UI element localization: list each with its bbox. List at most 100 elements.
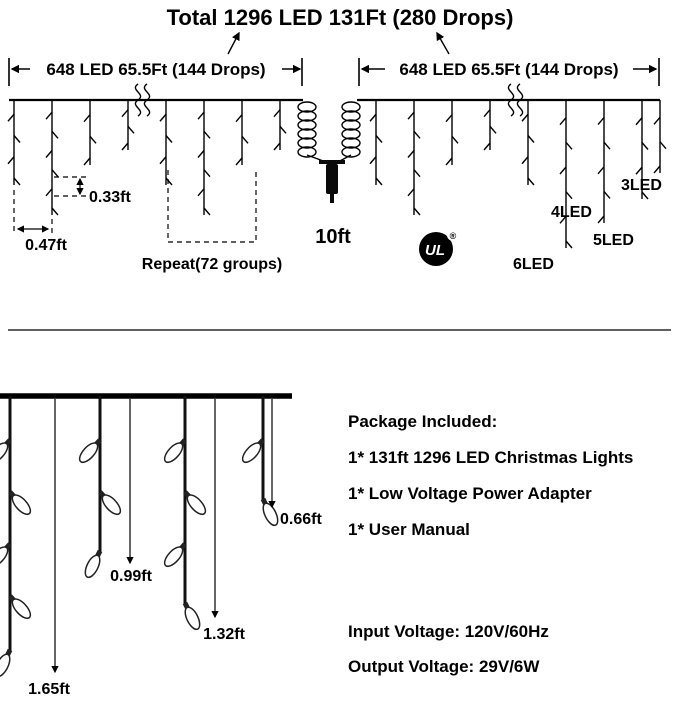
led-tick-icon bbox=[407, 188, 415, 197]
drop-length-label: 1.65ft bbox=[28, 681, 70, 698]
led-tick-icon bbox=[45, 188, 53, 197]
led-tick-icon bbox=[235, 114, 243, 123]
led-tick-icon bbox=[641, 142, 649, 150]
led-tick-icon bbox=[597, 117, 605, 126]
led-tick-icon bbox=[653, 165, 661, 174]
led-tick-icon bbox=[51, 207, 59, 216]
coil-wire-icon bbox=[297, 101, 317, 158]
top-drops-group bbox=[7, 100, 667, 249]
repeat-label: Repeat(72 groups) bbox=[142, 256, 282, 273]
led-tick-icon bbox=[197, 150, 205, 158]
led-tick-icon bbox=[45, 111, 53, 120]
led-tick-icon bbox=[407, 111, 415, 120]
led-tick-icon bbox=[527, 135, 535, 143]
title-arrow-left-icon bbox=[227, 31, 240, 55]
led-tick-icon bbox=[597, 166, 605, 175]
led-tick-icon bbox=[83, 157, 91, 166]
led-tick-icon bbox=[203, 130, 211, 139]
led-tick-icon bbox=[565, 191, 573, 200]
icicle-strand bbox=[241, 396, 279, 527]
bulb-icon bbox=[0, 438, 12, 464]
drop-spacing-label: 0.47ft bbox=[25, 237, 67, 254]
icicle-strand bbox=[78, 396, 122, 579]
bulb-icon bbox=[78, 438, 102, 464]
input-voltage-spec: Input Voltage: 120V/60Hz bbox=[348, 622, 549, 641]
led-tick-icon bbox=[279, 125, 287, 134]
led-tick-icon bbox=[197, 188, 205, 197]
icicle-drop bbox=[83, 100, 97, 166]
bulb-icon bbox=[0, 648, 13, 678]
ul-mark-icon: UL ® bbox=[419, 229, 459, 266]
icicle-drop bbox=[159, 100, 173, 186]
icicle-drop bbox=[7, 100, 21, 186]
led-tick-icon bbox=[273, 109, 281, 118]
led-tick-icon bbox=[603, 141, 611, 150]
bulb-icon bbox=[8, 594, 32, 620]
bulb-icon bbox=[84, 549, 103, 579]
led-tick-icon bbox=[413, 130, 421, 139]
led-tick-icon bbox=[375, 177, 383, 186]
led-tick-icon bbox=[635, 166, 643, 175]
led-tick-icon bbox=[83, 114, 91, 123]
coil-wire-icon bbox=[341, 101, 361, 158]
led-tick-icon bbox=[203, 207, 211, 216]
icicle-drop bbox=[521, 100, 535, 186]
title-arrow-right-icon bbox=[436, 31, 450, 55]
package-item-manual: 1* User Manual bbox=[348, 520, 470, 539]
icicle-drop bbox=[235, 100, 249, 166]
led-tick-icon bbox=[165, 135, 173, 143]
bulb-icon bbox=[260, 497, 279, 527]
wire-break-icon bbox=[134, 83, 151, 117]
repeat-group-box bbox=[167, 170, 257, 243]
drop-type-label-5led: 5LED bbox=[593, 232, 634, 249]
bulb-icon bbox=[163, 438, 187, 464]
led-tick-icon bbox=[559, 117, 567, 126]
led-tick-icon bbox=[483, 142, 491, 151]
icicle-drop bbox=[407, 100, 421, 216]
led-tick-icon bbox=[127, 125, 135, 134]
icicle-drop bbox=[197, 100, 211, 216]
bottom-strands-group bbox=[0, 396, 279, 678]
icicle-strand bbox=[0, 396, 32, 678]
icicle-drop bbox=[45, 100, 59, 216]
bulb-icon bbox=[241, 438, 265, 464]
led-tick-icon bbox=[521, 156, 529, 165]
led-tick-icon bbox=[641, 191, 649, 200]
icicle-strand bbox=[163, 396, 207, 631]
icicle-drop bbox=[559, 100, 573, 249]
drop-type-label-6led: 6LED bbox=[513, 256, 554, 273]
led-tick-icon bbox=[203, 169, 211, 178]
led-tick-icon bbox=[565, 240, 573, 249]
led-tick-icon bbox=[7, 113, 15, 122]
led-tick-icon bbox=[369, 156, 377, 165]
led-tick-icon bbox=[159, 113, 167, 122]
package-heading: Package Included: bbox=[348, 412, 498, 431]
icicle-drop bbox=[369, 100, 383, 186]
drop-spacing-measure: 0.47ft bbox=[13, 190, 68, 254]
wire-break-icon bbox=[507, 83, 524, 117]
led-tick-icon bbox=[165, 177, 173, 186]
lead-length-label: 10ft bbox=[315, 226, 351, 248]
led-tick-icon bbox=[369, 113, 377, 122]
led-tick-icon bbox=[603, 190, 611, 199]
led-tick-icon bbox=[527, 177, 535, 186]
led-tick-icon bbox=[407, 150, 415, 158]
total-title: Total 1296 LED 131Ft (280 Drops) bbox=[167, 5, 514, 30]
drop-length-label: 0.66ft bbox=[280, 511, 322, 528]
icicle-drop bbox=[445, 100, 459, 166]
led-tick-icon bbox=[375, 135, 383, 143]
led-tick-icon bbox=[121, 142, 129, 151]
led-tick-icon bbox=[413, 207, 421, 216]
led-tick-icon bbox=[51, 130, 59, 139]
package-item-lights: 1* 131ft 1296 LED Christmas Lights bbox=[348, 448, 634, 467]
icicle-drop bbox=[635, 100, 649, 200]
icicle-drop bbox=[597, 100, 611, 224]
led-tick-icon bbox=[235, 157, 243, 166]
led-tick-icon bbox=[159, 156, 167, 165]
led-tick-icon bbox=[445, 157, 453, 166]
led-tick-icon bbox=[7, 156, 15, 165]
led-tick-icon bbox=[89, 135, 97, 144]
